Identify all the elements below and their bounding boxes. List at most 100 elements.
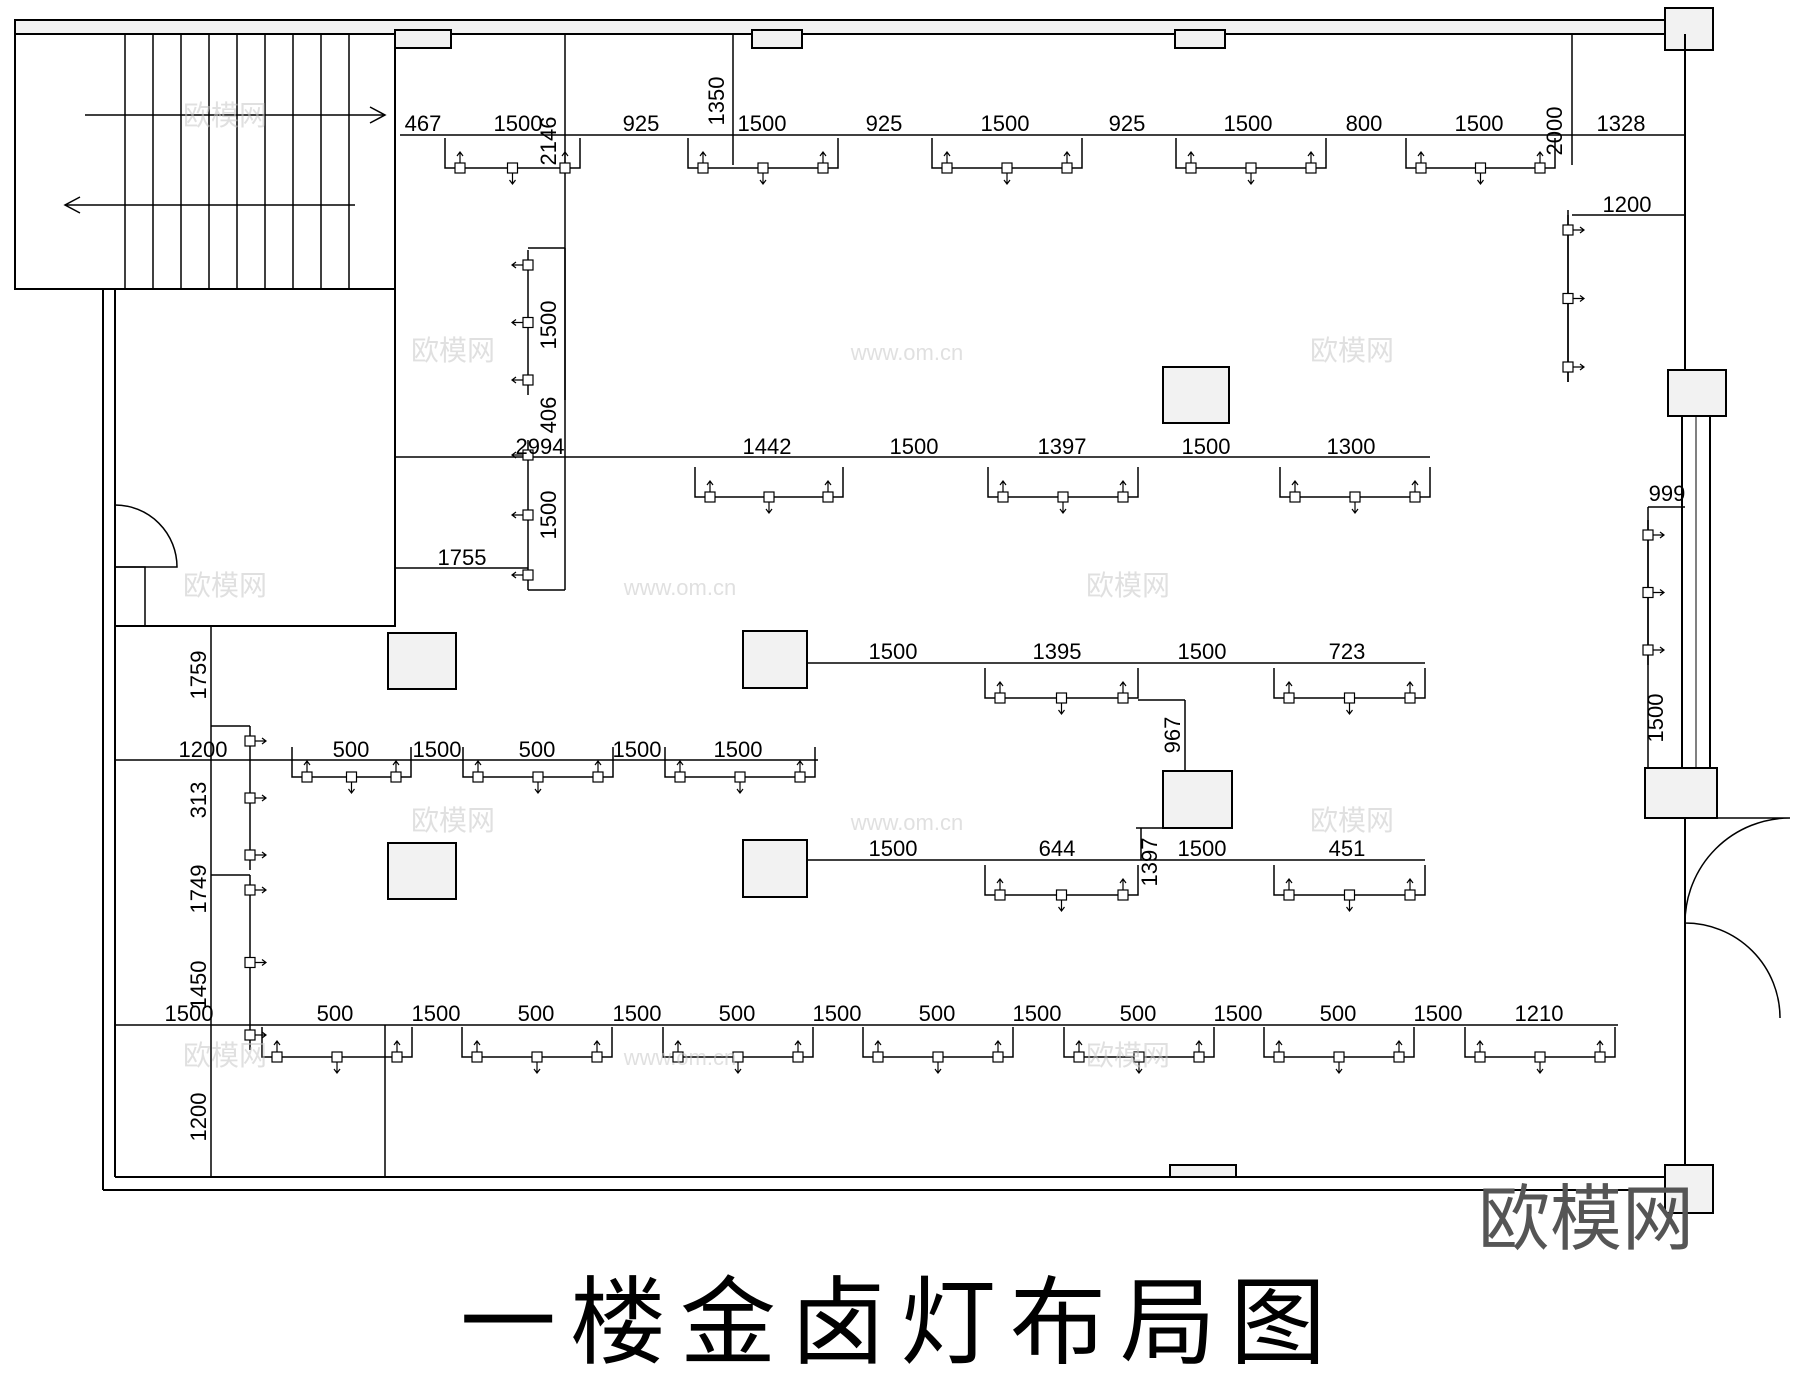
dim-label: 500 [919, 1001, 956, 1026]
dim-label: 500 [519, 737, 556, 762]
dim-label: 800 [1346, 111, 1383, 136]
halide-lamp-icon [391, 1040, 403, 1063]
dim-label: 1328 [1597, 111, 1646, 136]
dim-label: 1759 [186, 651, 211, 700]
dim-label: 1500 [869, 639, 918, 664]
top-wall [14, 19, 1686, 35]
dim-label: 1500 [1013, 1001, 1062, 1026]
dim-label: 1350 [704, 77, 729, 126]
dim-label: 1500 [165, 1001, 214, 1026]
dim-label: 1500 [1182, 434, 1231, 459]
dim-label: 1500 [1214, 1001, 1263, 1026]
halide-lamp-icon [997, 480, 1009, 503]
halide-lamp-icon [511, 509, 534, 521]
dim-label: 1395 [1033, 639, 1082, 664]
halide-lamp-icon [674, 760, 686, 783]
halide-lamp-icon [1333, 1051, 1345, 1074]
halide-lamp-icon [1642, 586, 1665, 599]
dim-label: 1200 [179, 737, 228, 762]
watermark-text: 欧模网 [1086, 1039, 1170, 1072]
halide-lamp-icon [1245, 162, 1257, 185]
dim-label: 1500 [981, 111, 1030, 136]
halide-lamp-icon [992, 1040, 1004, 1063]
dim-label: 723 [1329, 639, 1366, 664]
halide-lamp-icon [244, 884, 267, 896]
halide-lamp-icon [1349, 491, 1361, 514]
halide-lamp-icon [301, 760, 313, 783]
halide-lamp-icon [1117, 480, 1129, 503]
light-fixtures [244, 138, 1665, 1074]
halide-lamp-icon [1562, 224, 1585, 236]
halide-lamp-icon [1057, 491, 1069, 514]
halide-lamp-icon [941, 151, 953, 174]
dim-label: 1500 [494, 111, 543, 136]
halide-lamp-icon [511, 569, 534, 581]
interior-column [1162, 770, 1233, 829]
halide-lamp-icon [1133, 1051, 1145, 1074]
dim-label: 1500 [613, 737, 662, 762]
halide-lamp-icon [994, 878, 1006, 901]
watermark-text: 欧模网 [1310, 334, 1394, 367]
dim-label: 925 [1109, 111, 1146, 136]
halide-lamp-icon [1642, 644, 1665, 656]
dim-label: 500 [1320, 1001, 1357, 1026]
watermark-url: www.om.cn [623, 1045, 736, 1070]
dim-label: 1210 [1515, 1001, 1564, 1026]
dim-label: 1442 [743, 434, 792, 459]
halide-lamp-icon [471, 1040, 483, 1063]
top-wall-pier [394, 29, 452, 49]
halide-lamp-icon [792, 1040, 804, 1063]
halide-lamp-icon [872, 1040, 884, 1063]
dim-label: 467 [405, 111, 442, 136]
halide-lamp-icon [454, 151, 466, 174]
dim-label: 1500 [890, 434, 939, 459]
halide-lamp-icon [1343, 889, 1356, 912]
dim-label: 1500 [1178, 639, 1227, 664]
watermark-text: 欧模网 [1310, 804, 1394, 837]
halide-lamp-icon [757, 162, 769, 185]
halide-lamp-icon [1073, 1040, 1085, 1063]
halide-lamp-icon [390, 760, 402, 783]
interior-column [387, 842, 457, 900]
halide-lamp-icon [1343, 692, 1356, 715]
halide-lamp-icon [1185, 151, 1197, 174]
halide-lamp-icon [1404, 878, 1416, 901]
halide-lamp-icon [1117, 681, 1129, 704]
halide-lamp-icon [732, 1051, 744, 1074]
halide-lamp-icon [559, 151, 571, 174]
halide-lamp-icon [345, 771, 358, 794]
halide-lamp-icon [1055, 692, 1068, 715]
watermarks: 欧模网 欧模网 www.om.cn 欧模网 欧模网 www.om.cn 欧模网 … [183, 99, 1394, 1072]
halide-lamp-icon [1534, 1051, 1546, 1074]
halide-lamp-icon [1393, 1040, 1405, 1063]
halide-lamp-icon [672, 1040, 684, 1063]
watermark-url: www.om.cn [623, 575, 736, 600]
dim-label: 1500 [1178, 836, 1227, 861]
bottom-wall-pier [1169, 1164, 1237, 1178]
dim-label: 500 [1120, 1001, 1157, 1026]
storage-door-swing [114, 504, 178, 568]
dim-label: 1397 [1038, 434, 1087, 459]
halide-lamp-icon [532, 771, 544, 794]
halide-lamp-icon [472, 760, 484, 783]
storage-door-frame [114, 566, 146, 627]
dim-label: 1755 [438, 545, 487, 570]
right-column-lower [1644, 767, 1718, 819]
dim-label: 2000 [1542, 107, 1567, 156]
halide-lamp-icon [244, 792, 267, 804]
halide-lamp-icon [1001, 162, 1013, 185]
dim-label: 1397 [1137, 838, 1162, 887]
top-wall-pier [1174, 29, 1226, 49]
dim-label: 1500 [536, 491, 561, 540]
dim-label: 406 [536, 397, 561, 434]
watermark-text: 欧模网 [411, 804, 495, 837]
interior-column [387, 632, 457, 690]
staircase [14, 33, 396, 290]
halide-lamp-icon [1283, 878, 1295, 901]
floor-plan: 467 1500 2146 1350 925 1500 925 1500 925… [14, 7, 1791, 1214]
interior-column [742, 839, 808, 898]
dim-label: 1500 [738, 111, 787, 136]
halide-lamp-icon [1534, 151, 1546, 174]
watermark-url: www.om.cn [850, 810, 963, 835]
halide-lamp-icon [1305, 151, 1317, 174]
